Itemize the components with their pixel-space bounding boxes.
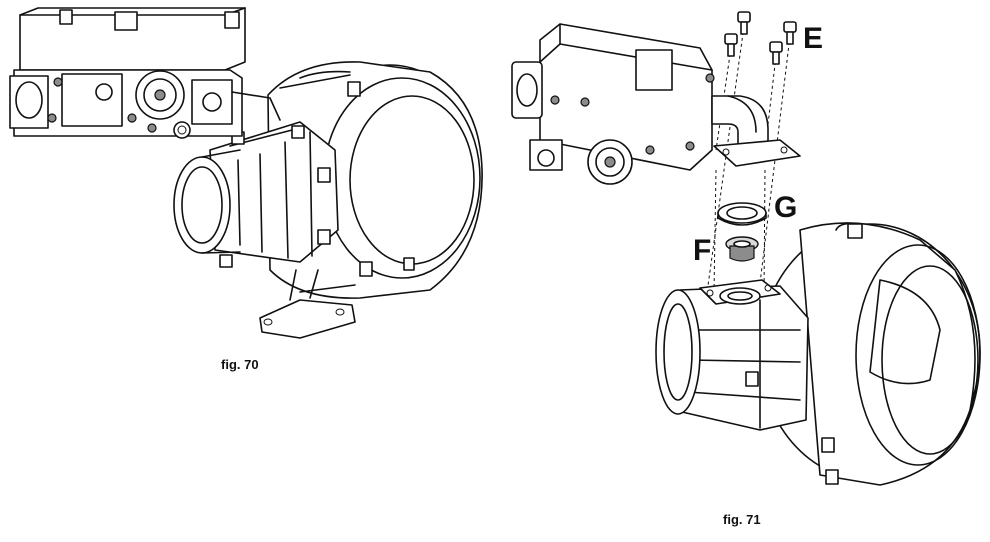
fig70-venturi (173, 121, 339, 268)
fig71-seal-ring-g (717, 202, 767, 226)
callout-f-label: F (693, 234, 712, 267)
fig70-assembly (9, 7, 483, 339)
fig70-gas-valve (9, 7, 281, 139)
fig70-caption: fig. 70 (221, 357, 259, 372)
callout-g-label: G (774, 191, 798, 224)
fig71-restrictor-f (725, 236, 759, 262)
fig71-gas-valve (511, 23, 801, 185)
fig71-assembly (511, 11, 981, 486)
fig71-fan (655, 222, 981, 486)
callout-e-label: E (803, 22, 824, 55)
fig71-screws-e (724, 11, 797, 65)
fig71-caption: fig. 71 (723, 512, 761, 527)
